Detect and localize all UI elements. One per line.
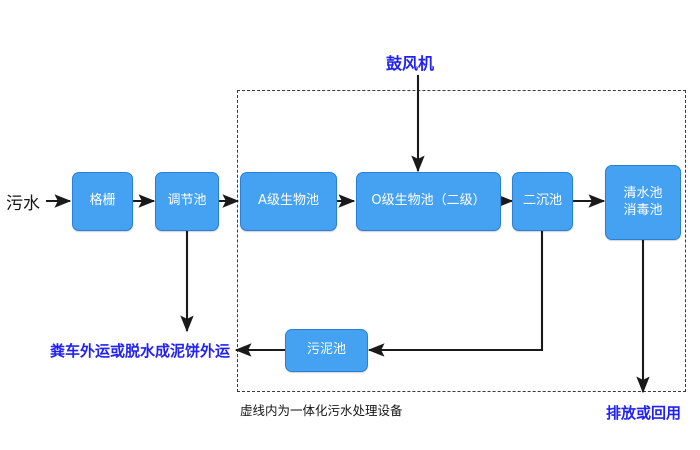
inlet-label: 污水 (6, 194, 40, 214)
node-o-stage-bio-tank-label: O级生物池（二级） (371, 193, 486, 209)
effluent-label: 排放或回用 (606, 404, 682, 422)
node-regulating-tank-label: 调节池 (167, 193, 207, 209)
sludge-disposal-label: 粪车外运或脱水成泥饼外运 (50, 342, 231, 360)
node-secondary-clarifier[interactable]: 二沉池 (512, 172, 573, 231)
node-grille[interactable]: 格栅 (72, 172, 133, 231)
blower-label: 鼓风机 (386, 54, 435, 73)
node-regulating-tank[interactable]: 调节池 (155, 172, 219, 231)
node-clearwater-disinfection-tank[interactable]: 清水池 消毒池 (605, 165, 681, 240)
node-a-stage-bio-tank[interactable]: A级生物池 (240, 172, 337, 231)
node-secondary-clarifier-label: 二沉池 (522, 193, 562, 209)
node-grille-label: 格栅 (89, 193, 116, 209)
dashed-region-caption: 虚线内为一体化污水处理设备 (240, 403, 403, 418)
integrated-equipment-boundary (237, 90, 686, 392)
node-a-stage-bio-tank-label: A级生物池 (258, 193, 319, 209)
node-o-stage-bio-tank[interactable]: O级生物池（二级） (356, 172, 501, 231)
node-disinfection-tank-label: 消毒池 (623, 202, 663, 218)
node-clearwater-tank-label: 清水池 (623, 186, 663, 202)
node-sludge-tank-label: 污泥池 (306, 342, 346, 358)
node-sludge-tank[interactable]: 污泥池 (285, 329, 368, 372)
